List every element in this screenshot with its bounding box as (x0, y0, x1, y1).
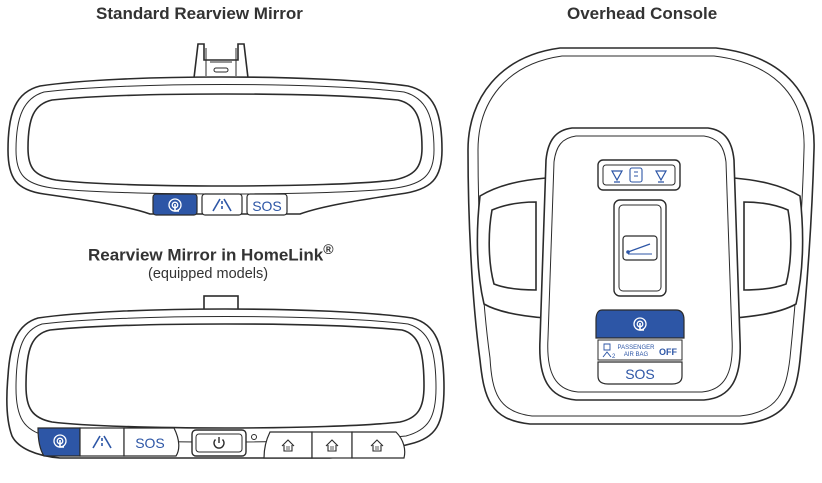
roadside-assist-button[interactable] (201, 193, 243, 216)
garage-door-icon (325, 439, 339, 452)
map-light-icon (610, 167, 668, 183)
overhead-console: 2 PASSENGER AIR BAG OFF SOS (467, 47, 815, 425)
homelink-mirror: SOS (6, 295, 445, 459)
homelink-blue-link-button[interactable] (37, 427, 81, 457)
homelink-mirror-title: Rearview Mirror in HomeLink® (88, 241, 334, 266)
homelink-roadside-button[interactable] (79, 427, 125, 457)
mirror-mount (193, 43, 249, 79)
garage-door-icon (281, 439, 295, 452)
passenger-airbag-indicator: 2 PASSENGER AIR BAG OFF (597, 339, 683, 361)
airbag-state: OFF (659, 347, 677, 357)
standard-mirror-title: Standard Rearview Mirror (96, 4, 303, 23)
homelink-mirror-glass (25, 323, 425, 429)
sunroof-icon (626, 243, 652, 255)
registered-mark: ® (323, 241, 334, 257)
garage-door-icon (370, 439, 384, 452)
sunroof-switch[interactable] (613, 199, 667, 297)
homelink-note: (equipped models) (148, 266, 269, 282)
airbag-line-1: PASSENGER (618, 345, 656, 351)
sos-button[interactable]: SOS (246, 193, 288, 216)
mirror-glass (27, 93, 423, 187)
blue-link-touch-icon (53, 434, 67, 448)
homelink-garage-button-2[interactable] (311, 431, 353, 459)
roadside-assist-icon (92, 435, 112, 449)
overhead-console-title: Overhead Console (567, 4, 718, 23)
sos-label: SOS (135, 435, 165, 451)
console-sos-button[interactable]: SOS (597, 361, 683, 385)
sos-label: SOS (625, 366, 655, 382)
map-light-switch[interactable] (597, 159, 681, 191)
airbag-seat-icon (602, 343, 612, 358)
console-blue-link-button[interactable] (595, 309, 685, 339)
airbag-line-2: AIR BAG (624, 352, 649, 358)
homelink-power-button[interactable] (191, 429, 247, 457)
indicator-led (251, 434, 257, 440)
blue-link-touch-icon (633, 317, 647, 331)
airbag-index: 2 (612, 354, 616, 360)
homelink-title-text: Rearview Mirror in HomeLink (88, 245, 324, 265)
homelink-garage-button-3[interactable] (351, 431, 406, 459)
homelink-garage-button-1[interactable] (263, 431, 313, 459)
sos-label: SOS (252, 198, 282, 214)
blue-link-touch-icon (168, 198, 182, 212)
blue-link-button[interactable] (152, 193, 198, 216)
power-icon (213, 437, 225, 449)
homelink-sos-button[interactable]: SOS (123, 427, 180, 457)
left-lamp-lens (488, 201, 537, 291)
standard-mirror: SOS (7, 43, 443, 216)
roadside-assist-icon (212, 198, 232, 212)
right-lamp-lens (743, 201, 792, 291)
